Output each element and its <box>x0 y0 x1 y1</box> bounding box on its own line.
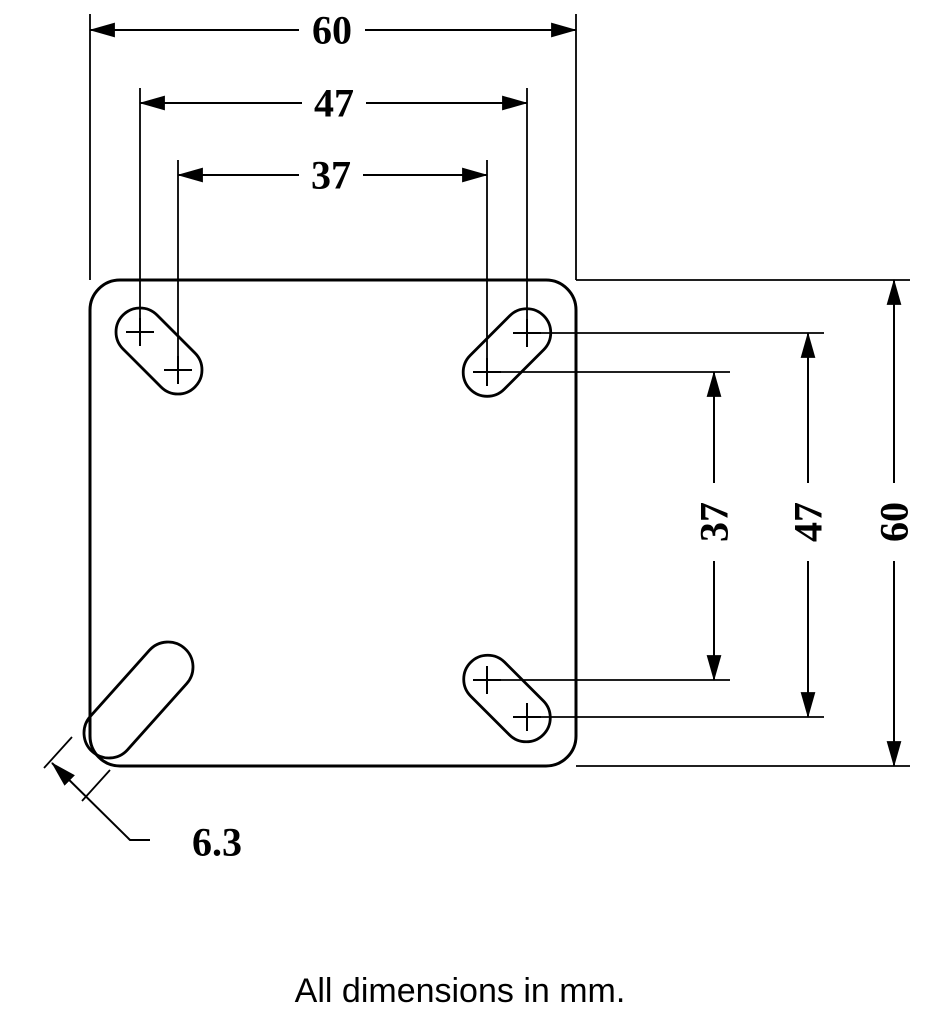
dimension-label-slot-width: 6.3 <box>192 820 242 865</box>
label-gaps <box>299 8 916 561</box>
units-note: All dimensions in mm. <box>295 972 626 1010</box>
mounting-slot-top-left <box>114 306 204 396</box>
dimension-label-right-middle: 47 <box>786 502 831 542</box>
mounting-slots <box>82 306 553 760</box>
extension-lines <box>43 14 910 802</box>
slot-center-crosses <box>126 318 541 731</box>
mounting-slot-top-right <box>461 307 553 398</box>
dimension-label-right-outer: 60 <box>872 502 917 542</box>
mounting-slot-bottom-left <box>82 640 195 760</box>
slot-width-leader <box>51 762 150 841</box>
dimension-label-top-outer: 60 <box>312 8 352 53</box>
dimension-lines <box>51 22 902 841</box>
mounting-plate-outline <box>88 278 578 768</box>
mounting-slot-bottom-right <box>462 653 552 744</box>
dimension-label-top-middle: 47 <box>314 81 354 126</box>
dimension-label-top-inner: 37 <box>311 153 351 198</box>
dimension-label-right-inner: 37 <box>692 502 737 542</box>
